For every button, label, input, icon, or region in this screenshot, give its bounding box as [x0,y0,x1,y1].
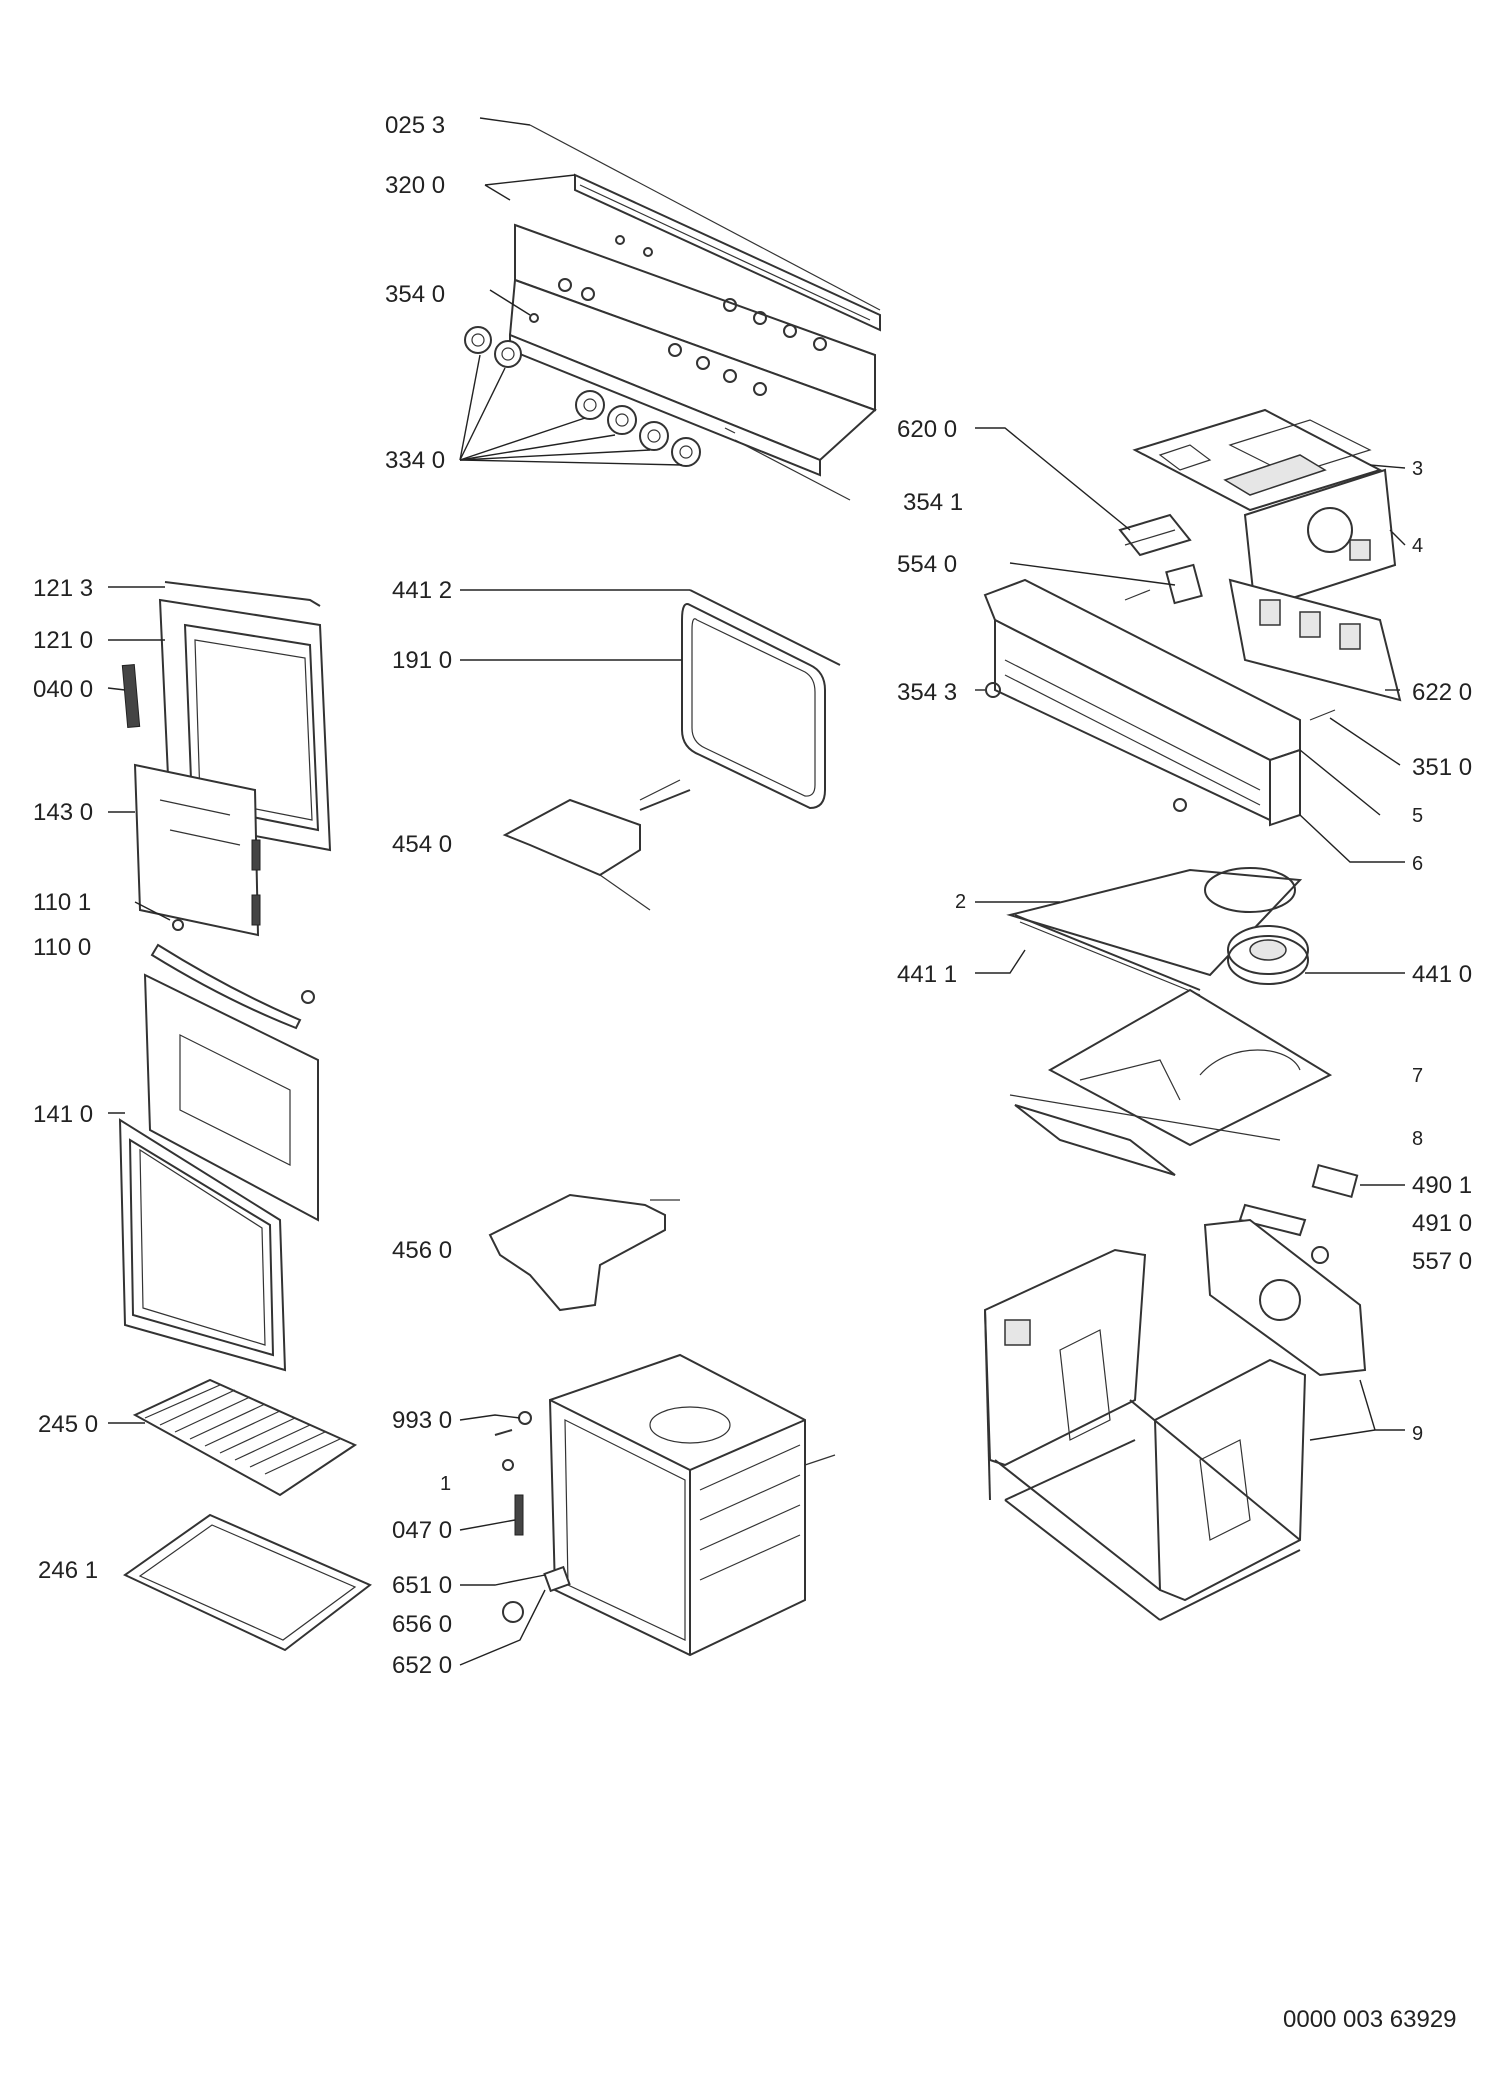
control-knobs [464,326,701,467]
label-025-3: 025 3 [385,112,445,139]
label-1: 1 [440,1473,451,1495]
bottom-heating-element [488,1193,666,1312]
leader-lines [107,117,1406,1666]
label-047-0: 047 0 [392,1517,452,1544]
label-9: 9 [1412,1423,1423,1445]
label-622-0: 622 0 [1412,679,1472,706]
label-456-0: 456 0 [392,1237,452,1264]
document-number: 0000 003 63929 [1283,2006,1457,2033]
door-assembly [118,581,332,1372]
label-354-3: 354 3 [897,679,957,706]
wire-rack [132,1378,358,1497]
label-141-0: 141 0 [33,1101,93,1128]
label-491-0: 491 0 [1412,1210,1472,1237]
label-245-0: 245 0 [38,1411,98,1438]
label-320-0: 320 0 [385,172,445,199]
label-652-0: 652 0 [392,1652,452,1679]
label-651-0: 651 0 [392,1572,452,1599]
part-labels: 025 3 320 0 354 0 334 0 620 0 354 1 554 … [33,112,1472,2033]
module-cover [1132,408,1383,512]
label-656-0: 656 0 [392,1611,452,1638]
cabinet-assembly [983,1163,1367,1621]
label-3: 3 [1412,458,1423,480]
label-993-0: 993 0 [392,1407,452,1434]
label-334-0: 334 0 [385,447,445,474]
label-6: 6 [1412,853,1423,875]
label-354-0: 354 0 [385,281,445,308]
oven-gasket [681,603,826,810]
gasket-and-elements [488,589,841,1312]
label-620-0: 620 0 [897,416,957,443]
label-110-0: 110 0 [33,934,91,961]
label-441-1: 441 1 [897,961,957,988]
label-7: 7 [1412,1065,1423,1087]
baking-tray [123,1513,372,1652]
electronics-module-assembly [983,408,1402,827]
label-354-1: 354 1 [903,489,963,516]
label-8: 8 [1412,1128,1423,1150]
label-351-0: 351 0 [1412,754,1472,781]
label-454-0: 454 0 [392,831,452,858]
label-143-0: 143 0 [33,799,93,826]
label-121-3: 121 3 [33,575,93,602]
label-191-0: 191 0 [392,647,452,674]
label-2: 2 [955,891,966,913]
door-handle [150,943,302,1030]
control-panel-assembly [464,124,881,501]
rack-and-tray [123,1378,372,1652]
label-441-2: 441 2 [392,577,452,604]
label-557-0: 557 0 [1412,1248,1472,1275]
oven-cavity-assembly [494,1353,836,1657]
label-5: 5 [1412,805,1423,827]
fan-assembly [1006,867,1333,1176]
label-4: 4 [1412,535,1423,557]
label-490-1: 490 1 [1412,1172,1472,1199]
label-040-0: 040 0 [33,676,93,703]
label-246-1: 246 1 [38,1557,98,1584]
label-121-0: 121 0 [33,627,93,654]
label-110-1: 110 1 [33,889,91,916]
label-441-0: 441 0 [1412,961,1472,988]
top-heating-element [502,798,641,877]
label-554-0: 554 0 [897,551,957,578]
oven-cavity [548,1353,806,1657]
